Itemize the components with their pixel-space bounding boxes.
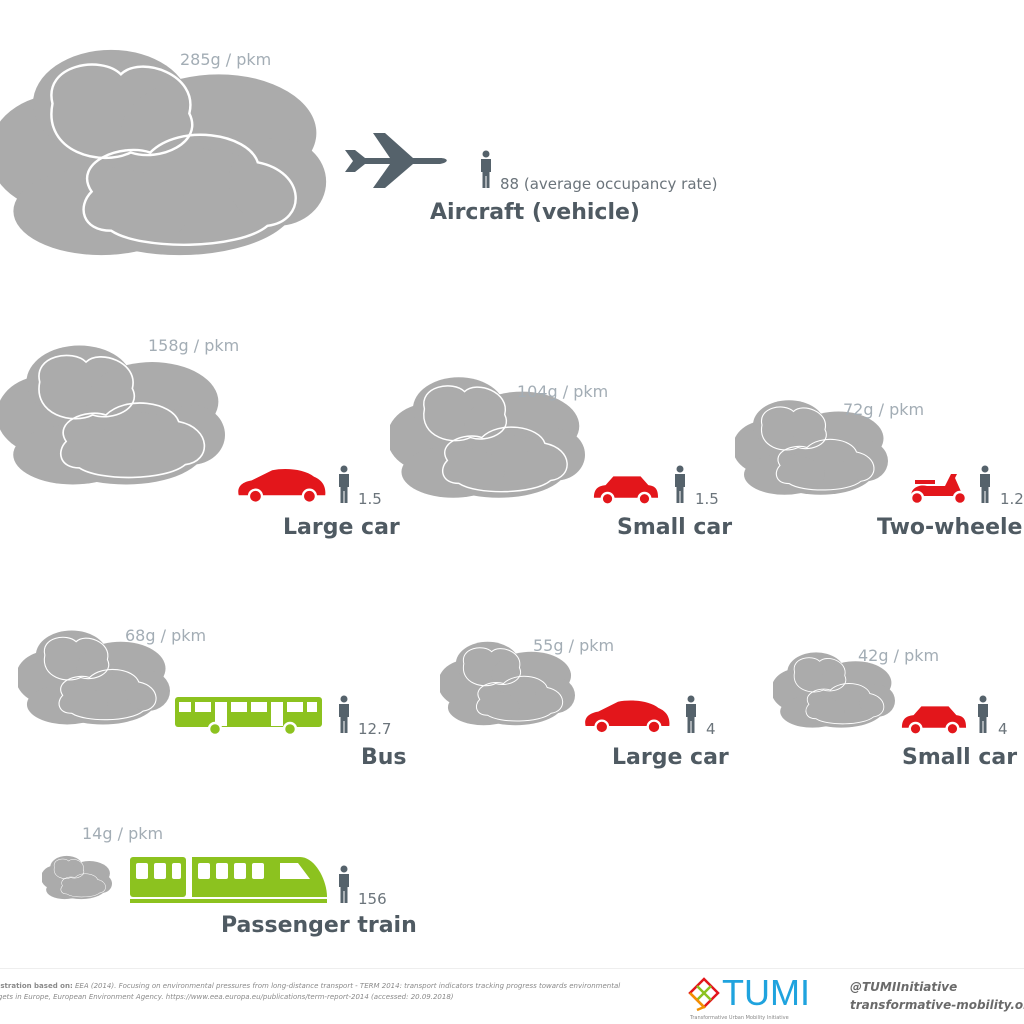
person-icon [336, 865, 352, 903]
person-icon [336, 695, 352, 733]
small-car-icon [900, 704, 968, 736]
occupancy-value: 88 (average occupancy rate) [500, 175, 718, 193]
tumi-logo-icon [688, 977, 720, 1012]
emission-value: 55g / pkm [533, 636, 615, 655]
emission-value: 72g / pkm [843, 400, 925, 419]
occupancy-value: 156 [358, 890, 387, 908]
airplane-icon [345, 133, 447, 188]
person-icon [975, 695, 991, 733]
bus-icon [175, 697, 322, 737]
twitter-handle[interactable]: @TUMIInitiative [850, 980, 958, 994]
vehicle-label: Aircraft (vehicle) [430, 200, 640, 225]
vehicle-label: Small car [902, 745, 1018, 770]
vehicle-label: Large car [612, 745, 729, 770]
source-line-1: EEA (2014). Focusing on environmental pr… [74, 982, 621, 990]
occupancy-value: 1.2 [1000, 490, 1024, 508]
occupancy-value: 1.5 [695, 490, 719, 508]
emission-cloud [0, 45, 330, 260]
occupancy-value: 1.5 [358, 490, 382, 508]
source-citation: Illustration based on: EEA (2014). Focus… [0, 982, 620, 990]
vehicle-label: Small car [617, 515, 733, 540]
occupancy-value: 4 [706, 720, 716, 738]
person-icon [683, 695, 699, 733]
small-car-icon [592, 474, 660, 506]
occupancy-value: 12.7 [358, 720, 392, 738]
emission-value: 42g / pkm [858, 646, 940, 665]
emission-value: 158g / pkm [148, 336, 240, 355]
person-icon [672, 465, 688, 503]
tumi-logo-text: TUMI [722, 972, 810, 1013]
car-icon [235, 466, 328, 506]
train-icon [130, 857, 327, 903]
emission-cloud [42, 850, 112, 905]
website-link[interactable]: transformative-mobility.org [850, 998, 1024, 1012]
source-label: Illustration based on: [0, 982, 73, 990]
person-icon [478, 150, 494, 188]
occupancy-value: 4 [998, 720, 1008, 738]
tumi-logo-subtitle: Transformative Urban Mobility Initiative [690, 1015, 789, 1021]
vehicle-label: Passenger train [221, 913, 417, 938]
source-citation-line-2: targets in Europe, European Environment … [0, 993, 454, 1001]
footer-divider [0, 968, 1024, 969]
person-icon [977, 465, 993, 503]
emission-value: 104g / pkm [517, 382, 609, 401]
vehicle-label: Bus [361, 745, 407, 770]
car-icon [582, 698, 672, 736]
person-icon [336, 465, 352, 503]
emission-value: 68g / pkm [125, 626, 207, 645]
vehicle-label: Large car [283, 515, 400, 540]
vehicle-label: Two-wheeler [877, 515, 1024, 540]
emission-value: 14g / pkm [82, 824, 164, 843]
emission-value: 285g / pkm [180, 50, 272, 69]
scooter-icon [909, 474, 968, 506]
